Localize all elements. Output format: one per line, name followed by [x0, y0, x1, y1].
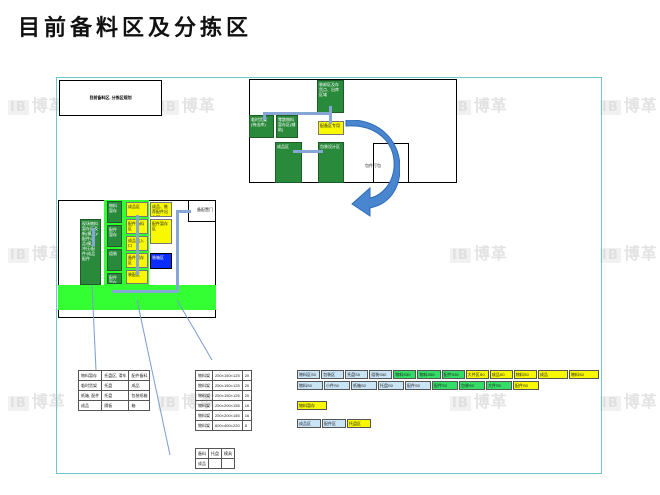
- diagram-frame: [56, 77, 602, 474]
- packaging-zone: 包装设计区: [318, 142, 344, 183]
- packing-label: 包件打包: [365, 163, 381, 168]
- table-row: 物料暂存托盘区, 滑车配件备料: [77, 370, 151, 381]
- flow-line: [92, 228, 95, 246]
- flow-line: [136, 215, 139, 275]
- table-row: 成品隔板箱: [77, 400, 151, 411]
- list-item: 成品区: [297, 419, 321, 428]
- column-cell-b: 配件暂存: [107, 225, 122, 247]
- list-item: 物料暂存: [297, 401, 327, 410]
- flow-arrow-icon: [345, 120, 400, 217]
- column-cell-c: 组装: [107, 249, 122, 271]
- yellow-cell-2: 成品、推荐配件出入口: [150, 202, 172, 217]
- list-item: 托盘S0: [345, 370, 369, 379]
- logo-icon: IB: [600, 396, 621, 411]
- list-item: 配件S0: [513, 381, 539, 390]
- chip-row-4: 成品区 配件区 托盘区: [297, 419, 371, 428]
- list-item: 物料S0: [297, 381, 323, 390]
- logo-icon: IB: [158, 396, 179, 411]
- list-item: 包装S0: [459, 381, 485, 390]
- blue-cell: 装箱区: [150, 253, 172, 269]
- yellow-cell-4: 配件暂存区: [150, 219, 172, 244]
- list-item: 配件区: [322, 419, 346, 428]
- column-cell-d: 配件暂存: [107, 273, 122, 284]
- flow-line: [176, 210, 179, 292]
- plan-label-box: 目前备料区, 分拣区规划: [59, 80, 162, 116]
- table-row: 临时货架托盘成品: [77, 380, 151, 391]
- column-cell-a: 物料暂存: [107, 201, 122, 223]
- chip-row-2: 物料S0 小件S0 纸箱S0 托盘S0 配件S0 配件S0 包装S0 大件S0 …: [297, 381, 547, 390]
- list-item: 纸箱S0: [351, 381, 377, 390]
- temp-shelf-zone: 临时货架(待出库): [249, 115, 274, 138]
- list-item: 托盘区: [347, 419, 371, 428]
- logo-icon: IB: [450, 396, 471, 411]
- chip-row-1: 物料区S0 包装区 托盘S0 组装S50 物料S30 物料S50 配件S30 大…: [297, 370, 599, 379]
- logo-icon: IB: [600, 100, 621, 115]
- finished-goods-zone: 成品区: [275, 142, 302, 183]
- list-item: 组装S50: [369, 370, 393, 379]
- flow-line: [263, 112, 329, 115]
- list-item: 物料区S0: [297, 370, 321, 379]
- flow-line: [112, 290, 178, 293]
- flow-line: [176, 210, 191, 213]
- green-aisle-zone: [58, 285, 216, 310]
- logo-icon: IB: [450, 248, 471, 263]
- list-item: 包装区: [321, 370, 345, 379]
- list-item: 配件S0: [432, 381, 458, 390]
- list-item: 成品: [537, 370, 568, 379]
- scatter-storage-zone: 零散物料暂存区(辅助): [276, 115, 298, 138]
- flow-line: [263, 112, 266, 120]
- legend-table: 物料暂存托盘区, 滑车配件备料 临时货架托盘成品 纸箱, 配件托盘包装纸箱 成品…: [77, 370, 151, 411]
- page-title: 目前备料区及分拣区: [18, 16, 253, 41]
- list-item: 配件S30: [441, 370, 465, 379]
- chip-row-3: 物料暂存: [297, 401, 327, 410]
- list-item: 配件S0: [405, 381, 431, 390]
- list-item: 物料S0: [513, 370, 537, 379]
- list-item: 大件区S0: [465, 370, 489, 379]
- list-item: 物料S30: [393, 370, 417, 379]
- corner-gate-label: 备配置门: [197, 207, 213, 212]
- table-row: 纸箱, 配件托盘包装纸箱: [77, 390, 151, 401]
- table-row: 备料托盘模具: [195, 448, 235, 459]
- list-item: 物料S50: [417, 370, 441, 379]
- list-item: 托盘S0: [378, 381, 404, 390]
- flow-line: [293, 150, 323, 153]
- flow-line: [329, 106, 332, 124]
- material-buffer-zone: 现场物料暂存区及新(模具)/配件/产品/模具冲压/配件/成品配件: [80, 219, 101, 285]
- small-table: 备料托盘模具 成品: [195, 448, 235, 469]
- logo-icon: IB: [8, 396, 29, 411]
- table-row: 成品: [195, 458, 235, 469]
- list-item: 物料S0: [568, 370, 599, 379]
- logo-icon: IB: [8, 100, 29, 115]
- logo-icon: IB: [600, 248, 621, 263]
- logo-icon: IB: [8, 248, 29, 263]
- logo-icon: IB: [158, 100, 179, 115]
- list-item: 大件S0: [486, 381, 512, 390]
- list-item: 小件S0: [324, 381, 350, 390]
- list-item: 成品S0: [489, 370, 513, 379]
